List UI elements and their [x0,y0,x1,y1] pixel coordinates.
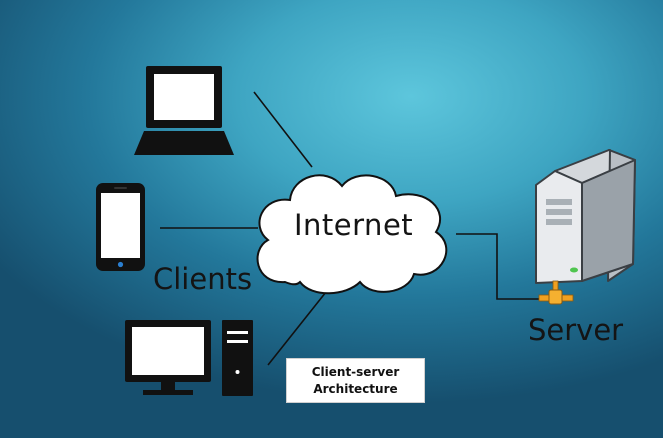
caption-line-1: Client-server [311,364,400,379]
smartphone-icon [96,183,145,271]
server-label: Server [528,313,624,347]
caption-box: Client-server Architecture [286,358,425,403]
server-connection-line [456,233,541,300]
network-connector-icon [538,280,574,305]
desktop-connection-line [267,291,327,366]
laptop-icon [134,66,234,155]
laptop-connection-line [253,91,313,168]
desktop-computer-icon [125,320,253,396]
cloud-icon [256,174,448,295]
internet-label: Internet [294,208,414,242]
clients-label: Clients [153,262,253,296]
caption-line-2: Architecture [313,381,398,396]
server-icon [535,149,636,284]
